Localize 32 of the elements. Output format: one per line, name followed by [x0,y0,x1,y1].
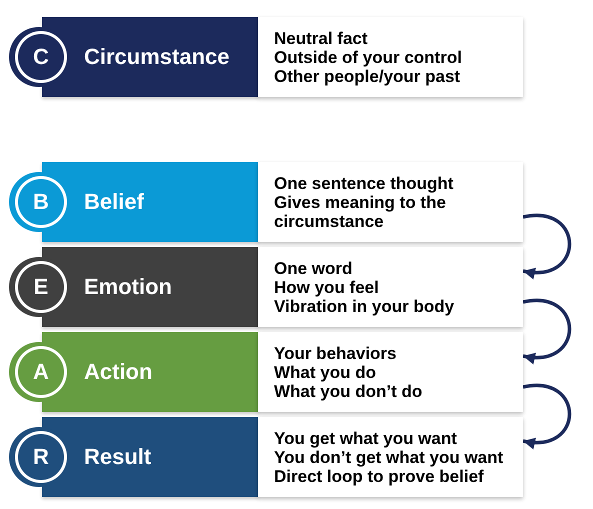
description-text: What you don’t do [274,382,422,400]
curved-arrow [522,298,572,364]
curved-arrow [522,214,572,278]
description-box [258,247,523,327]
band-title: Circumstance [84,44,230,70]
band-title: Emotion [84,274,172,300]
description-text: How you feel [274,278,379,296]
band-title: Result [84,444,152,470]
description-text: Neutral fact [274,28,368,48]
description-text: What you do [274,362,376,382]
description-text: One sentence thought [274,174,454,192]
description-text: One word [274,258,352,278]
description-text: Other people/your past [274,66,460,86]
circle-letter: A [33,360,49,384]
description-text: Outside of your control [274,48,462,66]
description-box [258,332,523,412]
band-title: Belief [84,189,144,215]
description-text: You don’t get what you want [274,448,504,466]
description-box [258,17,523,97]
circle-letter: B [33,190,49,214]
description-box [258,417,523,497]
description-text: You get what you want [274,428,457,448]
description-text: Vibration in your body [274,296,454,316]
circle-letter: C [33,45,49,69]
circle-letter: R [33,445,49,469]
circle-letter: E [34,275,48,299]
description-text: Gives meaning to the circumstance [274,192,446,230]
description-text: Your behaviors [274,344,396,362]
description-text: Direct loop to prove belief [274,466,484,486]
description-box [258,162,523,242]
band-title: Action [84,359,152,385]
curved-arrow [522,384,572,448]
